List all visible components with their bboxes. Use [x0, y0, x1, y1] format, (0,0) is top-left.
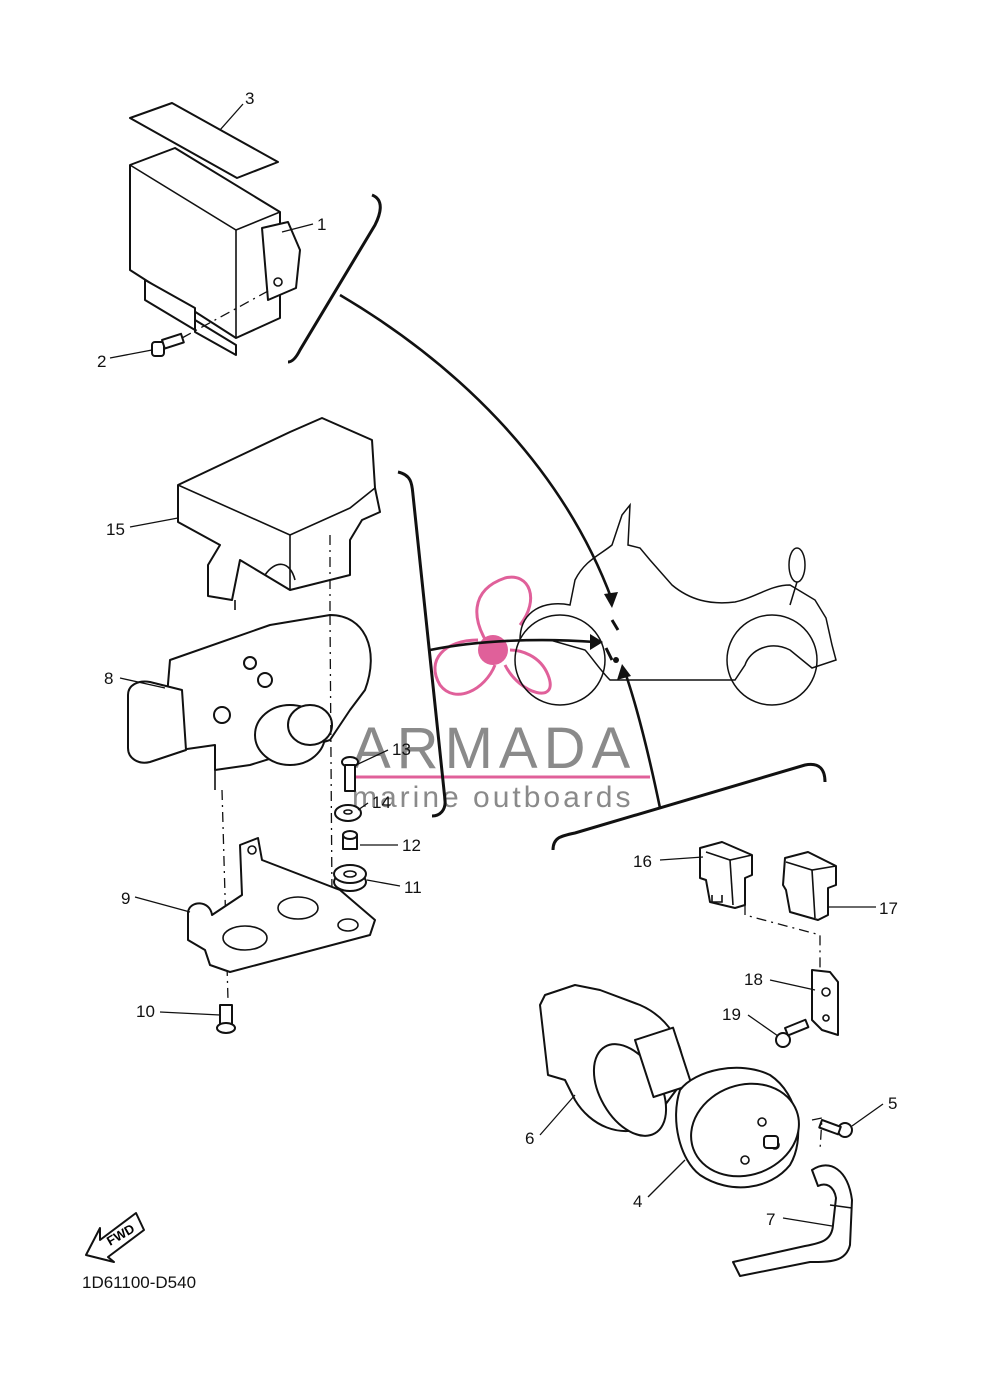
callout-11: 11	[404, 878, 422, 897]
callout-3: 3	[245, 89, 254, 108]
part-11-grommet	[333, 864, 367, 892]
watermark-tagline: marine outboards	[352, 781, 633, 814]
drawing-code: 1D61100-D540	[82, 1273, 196, 1292]
callout-14: 14	[372, 793, 391, 812]
callout-9: 9	[121, 889, 130, 908]
callout-8: 8	[104, 669, 113, 688]
callout-17: 17	[879, 899, 898, 918]
part-19-screw	[775, 1018, 810, 1048]
part-16-relay	[699, 841, 753, 909]
watermark-brand: ARMADA	[352, 716, 636, 781]
motorcycle-outline	[514, 502, 837, 706]
part-6-pump-cover	[539, 984, 693, 1137]
part-4-fuel-pump	[675, 1066, 800, 1189]
watermark-propeller-icon	[433, 575, 552, 696]
part-15-cover	[177, 417, 381, 610]
part-17-relay	[782, 851, 837, 921]
group-bracket-bottom	[551, 762, 827, 851]
part-18-relay-bracket	[811, 969, 839, 1036]
part-7-hose	[732, 1164, 853, 1277]
part-10-bolt	[216, 1004, 236, 1034]
part-3-pad	[129, 102, 279, 179]
part-5-screw	[818, 1119, 853, 1138]
callout-13: 13	[392, 740, 411, 759]
part-1-control-unit	[129, 147, 301, 356]
location-arrow-bottom	[623, 671, 662, 809]
callout-1: 1	[317, 215, 326, 234]
part-2-screw	[151, 332, 185, 357]
fwd-arrow-icon: FWD	[85, 1212, 145, 1263]
part-13-bolt	[341, 756, 359, 792]
callout-18: 18	[744, 970, 763, 989]
callout-5: 5	[888, 1094, 897, 1113]
callout-15: 15	[106, 520, 125, 539]
callout-4: 4	[633, 1192, 642, 1211]
callout-12: 12	[402, 836, 421, 855]
part-9-bracket	[187, 837, 376, 973]
part-14-washer	[334, 804, 362, 822]
callout-6: 6	[525, 1129, 534, 1148]
group-bracket-top	[287, 193, 382, 364]
callout-7: 7	[766, 1210, 775, 1229]
callout-19: 19	[722, 1005, 741, 1024]
location-arrow-middle	[429, 638, 596, 652]
location-arrow-top	[339, 293, 614, 601]
part-12-collar	[342, 830, 358, 850]
part-8-hydraulic-unit	[127, 614, 372, 790]
group-bracket-middle	[397, 470, 447, 818]
callout-2: 2	[97, 352, 106, 371]
callout-10: 10	[136, 1002, 155, 1021]
callout-16: 16	[633, 852, 652, 871]
